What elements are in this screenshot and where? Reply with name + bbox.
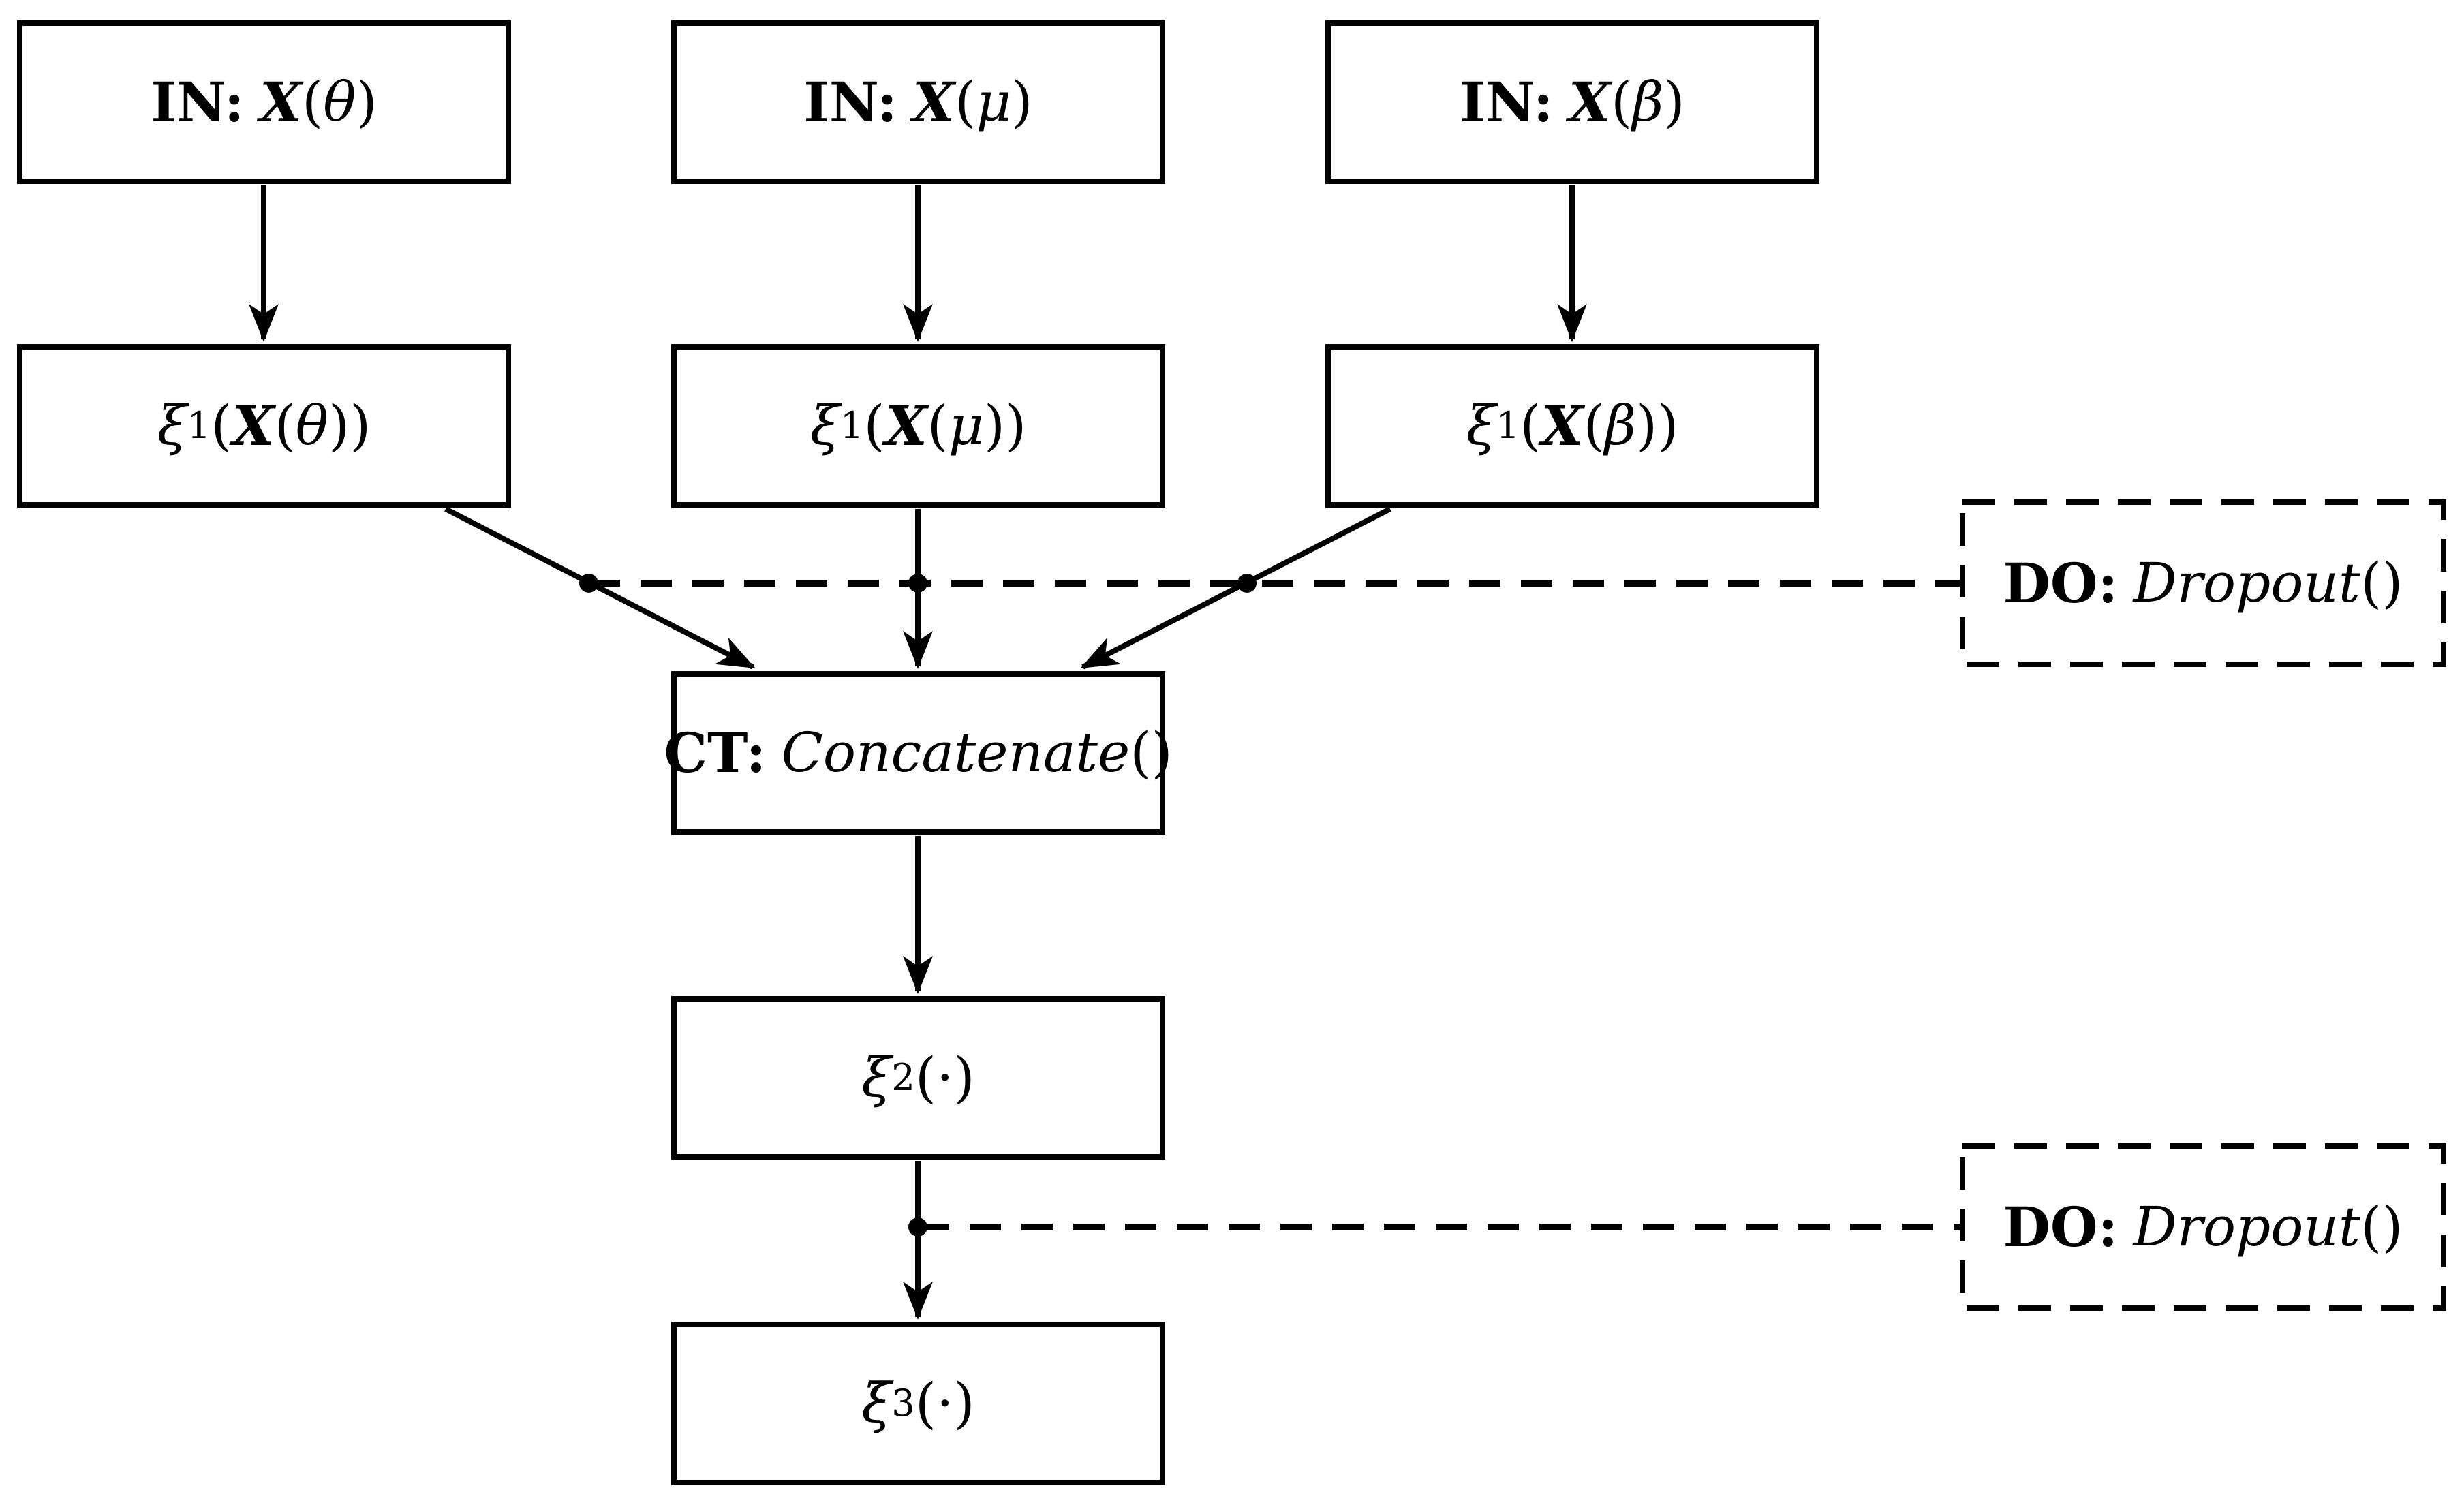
node-dropout-top: DO:Dropout()	[1962, 502, 2444, 664]
node-label-var: X	[1541, 394, 1584, 458]
node-label-var: X	[232, 394, 275, 458]
dropout-bottom-box-outline	[1960, 1143, 2446, 1311]
node-label-close-parens: ))	[328, 394, 371, 457]
node-label-open-paren: (	[863, 394, 885, 457]
node-label-close-paren: )	[1663, 70, 1685, 134]
node-label-var: X	[1568, 70, 1611, 134]
node-label-inner-open-paren: (	[1583, 394, 1605, 457]
node-label-inner-open-paren: (	[274, 394, 296, 457]
node-label-prefix: IN:	[1460, 70, 1554, 134]
node-label-close-paren: )	[1011, 70, 1033, 134]
tap-dot-beta-branch	[1237, 574, 1257, 593]
node-label-close-paren: )	[953, 1046, 975, 1109]
node-input-theta: IN:X(θ)	[17, 20, 511, 184]
node-dropout-bottom: DO:Dropout()	[1962, 1146, 2444, 1308]
node-label-fn: ξ	[1466, 394, 1496, 457]
node-label-close-parens: ))	[983, 394, 1027, 457]
node-label-arg: μ	[948, 394, 984, 457]
node-concatenate: CT:Concatenate()	[664, 671, 1173, 835]
node-label-parens: ()	[1130, 721, 1173, 784]
tap-dot-mu-branch	[908, 574, 927, 593]
node-label-open-paren: (	[302, 70, 324, 134]
node-label-fn: ξ	[810, 394, 840, 457]
node-label-arg: β	[1632, 70, 1664, 134]
node-label-arg: ·	[936, 1046, 954, 1109]
node-label-parens: ()	[2360, 551, 2403, 615]
node-label-open-paren: (	[955, 70, 976, 134]
node-label-fn: Dropout	[2133, 1195, 2361, 1258]
node-label-open-paren: (	[1520, 394, 1541, 457]
node-label-prefix: DO:	[2003, 551, 2119, 615]
node-label-fn: Dropout	[2133, 551, 2361, 615]
node-label-fn: ξ	[861, 1371, 892, 1435]
node-label-prefix: CT:	[664, 721, 767, 785]
node-label-fn: Concatenate	[781, 721, 1130, 784]
node-label-close-parens: ))	[1636, 394, 1679, 457]
node-label-var: X	[884, 394, 927, 458]
node-label-fn: ξ	[157, 394, 187, 457]
node-label-close-paren: )	[953, 1371, 975, 1435]
node-label-fn: ξ	[861, 1046, 892, 1109]
tap-dot-theta-branch	[579, 574, 598, 593]
dropout-top-box-outline	[1960, 499, 2446, 667]
node-label-arg: μ	[976, 70, 1012, 134]
node-label-close-paren: )	[356, 70, 378, 134]
node-label-open-paren: (	[914, 1046, 937, 1109]
arrow-xi1-theta-to-concat	[444, 506, 756, 670]
node-label-arg: ·	[936, 1371, 954, 1435]
arrow-xi1-beta-to-concat	[1080, 506, 1391, 670]
node-label-prefix: IN:	[803, 70, 897, 134]
node-label-open-paren: (	[914, 1371, 937, 1435]
node-label-prefix: IN:	[151, 70, 245, 134]
node-label-var: X	[259, 70, 303, 134]
node-label-parens: ()	[2360, 1195, 2403, 1258]
node-label-open-paren: (	[1611, 70, 1633, 134]
tap-dot-xi2-output	[908, 1217, 927, 1237]
node-label-open-paren: (	[211, 394, 232, 457]
node-input-mu: IN:X(μ)	[671, 20, 1165, 184]
node-label-arg: θ	[295, 394, 328, 457]
node-label-prefix: DO:	[2003, 1195, 2119, 1259]
node-label-arg: β	[1604, 394, 1636, 457]
node-input-beta: IN:X(β)	[1325, 20, 1819, 184]
node-label-arg: θ	[323, 70, 356, 134]
node-label-inner-open-paren: (	[927, 394, 949, 457]
node-label-var: X	[912, 70, 955, 134]
